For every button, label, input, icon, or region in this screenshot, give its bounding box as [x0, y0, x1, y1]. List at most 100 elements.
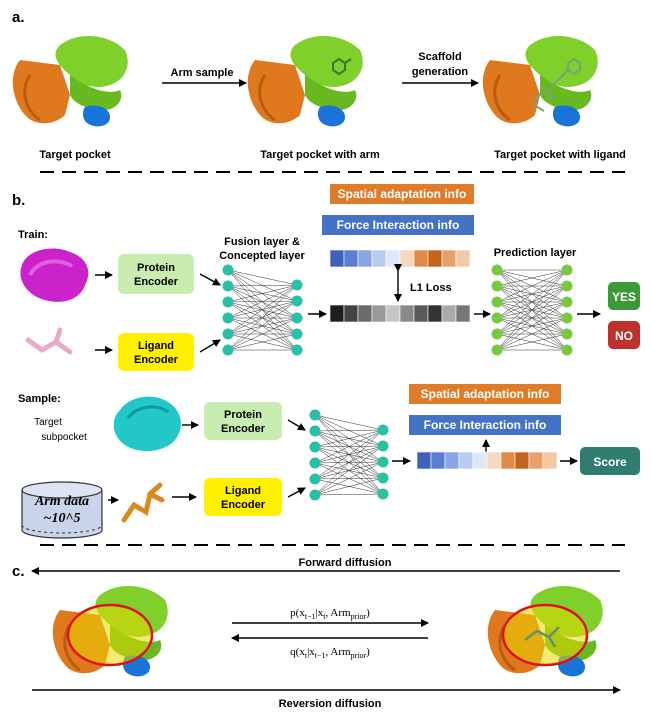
vector-cell: [343, 249, 359, 268]
vector-cell: [441, 249, 457, 268]
vector-cell: [416, 451, 432, 470]
network-node: [309, 457, 321, 469]
scaffold-label-line2: generation: [412, 66, 469, 78]
sample-ligand-encoder: [204, 478, 282, 516]
target-subpocket-line1: Target: [34, 417, 62, 428]
network-node: [309, 441, 321, 453]
l1-loss-label: L1 Loss: [410, 282, 452, 294]
network-node: [291, 312, 303, 324]
train-target-vector: [329, 249, 471, 268]
section-a-letter: a.: [12, 9, 25, 26]
network-node: [222, 264, 234, 276]
vector-cell: [455, 304, 471, 323]
vector-cell: [430, 451, 446, 470]
network-node: [491, 264, 503, 276]
vector-cell: [385, 249, 401, 268]
caption-pocket-with-ligand: Target pocket with ligand: [494, 149, 626, 161]
sample-output-vector: [416, 451, 558, 470]
network-node: [377, 456, 389, 468]
train-spatial-info-box: [330, 184, 474, 204]
svg-text:Protein: Protein: [137, 262, 175, 274]
section-c-letter: c.: [12, 563, 25, 580]
sample-subpocket-image: [113, 396, 181, 452]
equation-q: q(xt|xt−1, Armprior): [290, 646, 370, 660]
svg-text:~10^5: ~10^5: [44, 511, 81, 526]
network-node: [291, 344, 303, 356]
svg-text:Protein: Protein: [224, 409, 262, 421]
network-node: [377, 488, 389, 500]
svg-text:Encoder: Encoder: [134, 354, 179, 366]
network-node: [309, 489, 321, 501]
vector-cell: [455, 249, 471, 268]
vector-cell: [413, 304, 429, 323]
network-node: [222, 280, 234, 292]
svg-text:Encoder: Encoder: [134, 276, 179, 288]
pocket-with-arm-image: [246, 34, 365, 128]
scaffold-label-line1: Scaffold: [418, 51, 461, 63]
sample-protein-encoder: [204, 402, 282, 440]
svg-text:Score: Score: [593, 455, 627, 469]
vector-cell: [472, 451, 488, 470]
network-node: [561, 296, 573, 308]
svg-text:NO: NO: [615, 329, 633, 343]
svg-text:Encoder: Encoder: [221, 499, 266, 511]
network-node: [561, 344, 573, 356]
train-protein-encoder: [118, 254, 194, 294]
network-node: [377, 472, 389, 484]
vector-cell: [486, 451, 502, 470]
vector-cell: [399, 249, 415, 268]
network-node: [222, 312, 234, 324]
vector-cell: [357, 304, 373, 323]
vector-cell: [343, 304, 359, 323]
vector-cell: [444, 451, 460, 470]
network-node: [222, 344, 234, 356]
sample-fusion-network: [309, 409, 389, 501]
target-subpocket-line2: subpocket: [41, 432, 87, 443]
vector-cell: [441, 304, 457, 323]
vector-cell: [371, 249, 387, 268]
train-fusion-network: [222, 264, 303, 356]
network-node: [291, 295, 303, 307]
fusion-label-line1: Fusion layer &: [224, 236, 300, 248]
pocket-with-ligand-image: [481, 34, 600, 128]
network-node: [222, 296, 234, 308]
vector-cell: [399, 304, 415, 323]
equation-p: p(xt−1|xt, Armprior): [290, 607, 370, 621]
network-node: [491, 312, 503, 324]
vector-cell: [413, 249, 429, 268]
reversion-diffusion-label: Reversion diffusion: [279, 698, 382, 710]
network-node: [561, 328, 573, 340]
svg-text:Force Interaction info: Force Interaction info: [424, 418, 547, 432]
vector-cell: [427, 249, 443, 268]
vector-cell: [514, 451, 530, 470]
vector-cell: [329, 304, 345, 323]
network-node: [291, 328, 303, 340]
network-node: [222, 328, 234, 340]
sample-spatial-info-box: [409, 384, 561, 404]
vector-cell: [542, 451, 558, 470]
network-node: [561, 312, 573, 324]
svg-text:Spatial adaptation info: Spatial adaptation info: [421, 387, 550, 401]
svg-text:Spatial adaptation info: Spatial adaptation info: [338, 187, 467, 201]
arm-sample-label: Arm sample: [171, 67, 234, 79]
vector-cell: [528, 451, 544, 470]
network-node: [309, 425, 321, 437]
vector-cell: [329, 249, 345, 268]
score-output: [580, 447, 640, 475]
diffusion-right-pocket: [486, 584, 605, 678]
svg-text:Force Interaction info: Force Interaction info: [337, 218, 460, 232]
network-node: [309, 473, 321, 485]
svg-text:Ligand: Ligand: [138, 340, 174, 352]
vector-cell: [500, 451, 516, 470]
network-node: [561, 264, 573, 276]
yes-output: [608, 282, 640, 310]
fusion-label-line2: Concepted layer: [219, 250, 305, 262]
no-output: [608, 321, 640, 349]
target-pocket-image: [11, 34, 130, 128]
forward-diffusion-label: Forward diffusion: [299, 557, 392, 569]
svg-text:YES: YES: [612, 290, 636, 304]
network-node: [561, 280, 573, 292]
network-node: [377, 440, 389, 452]
svg-text:Ligand: Ligand: [225, 485, 261, 497]
